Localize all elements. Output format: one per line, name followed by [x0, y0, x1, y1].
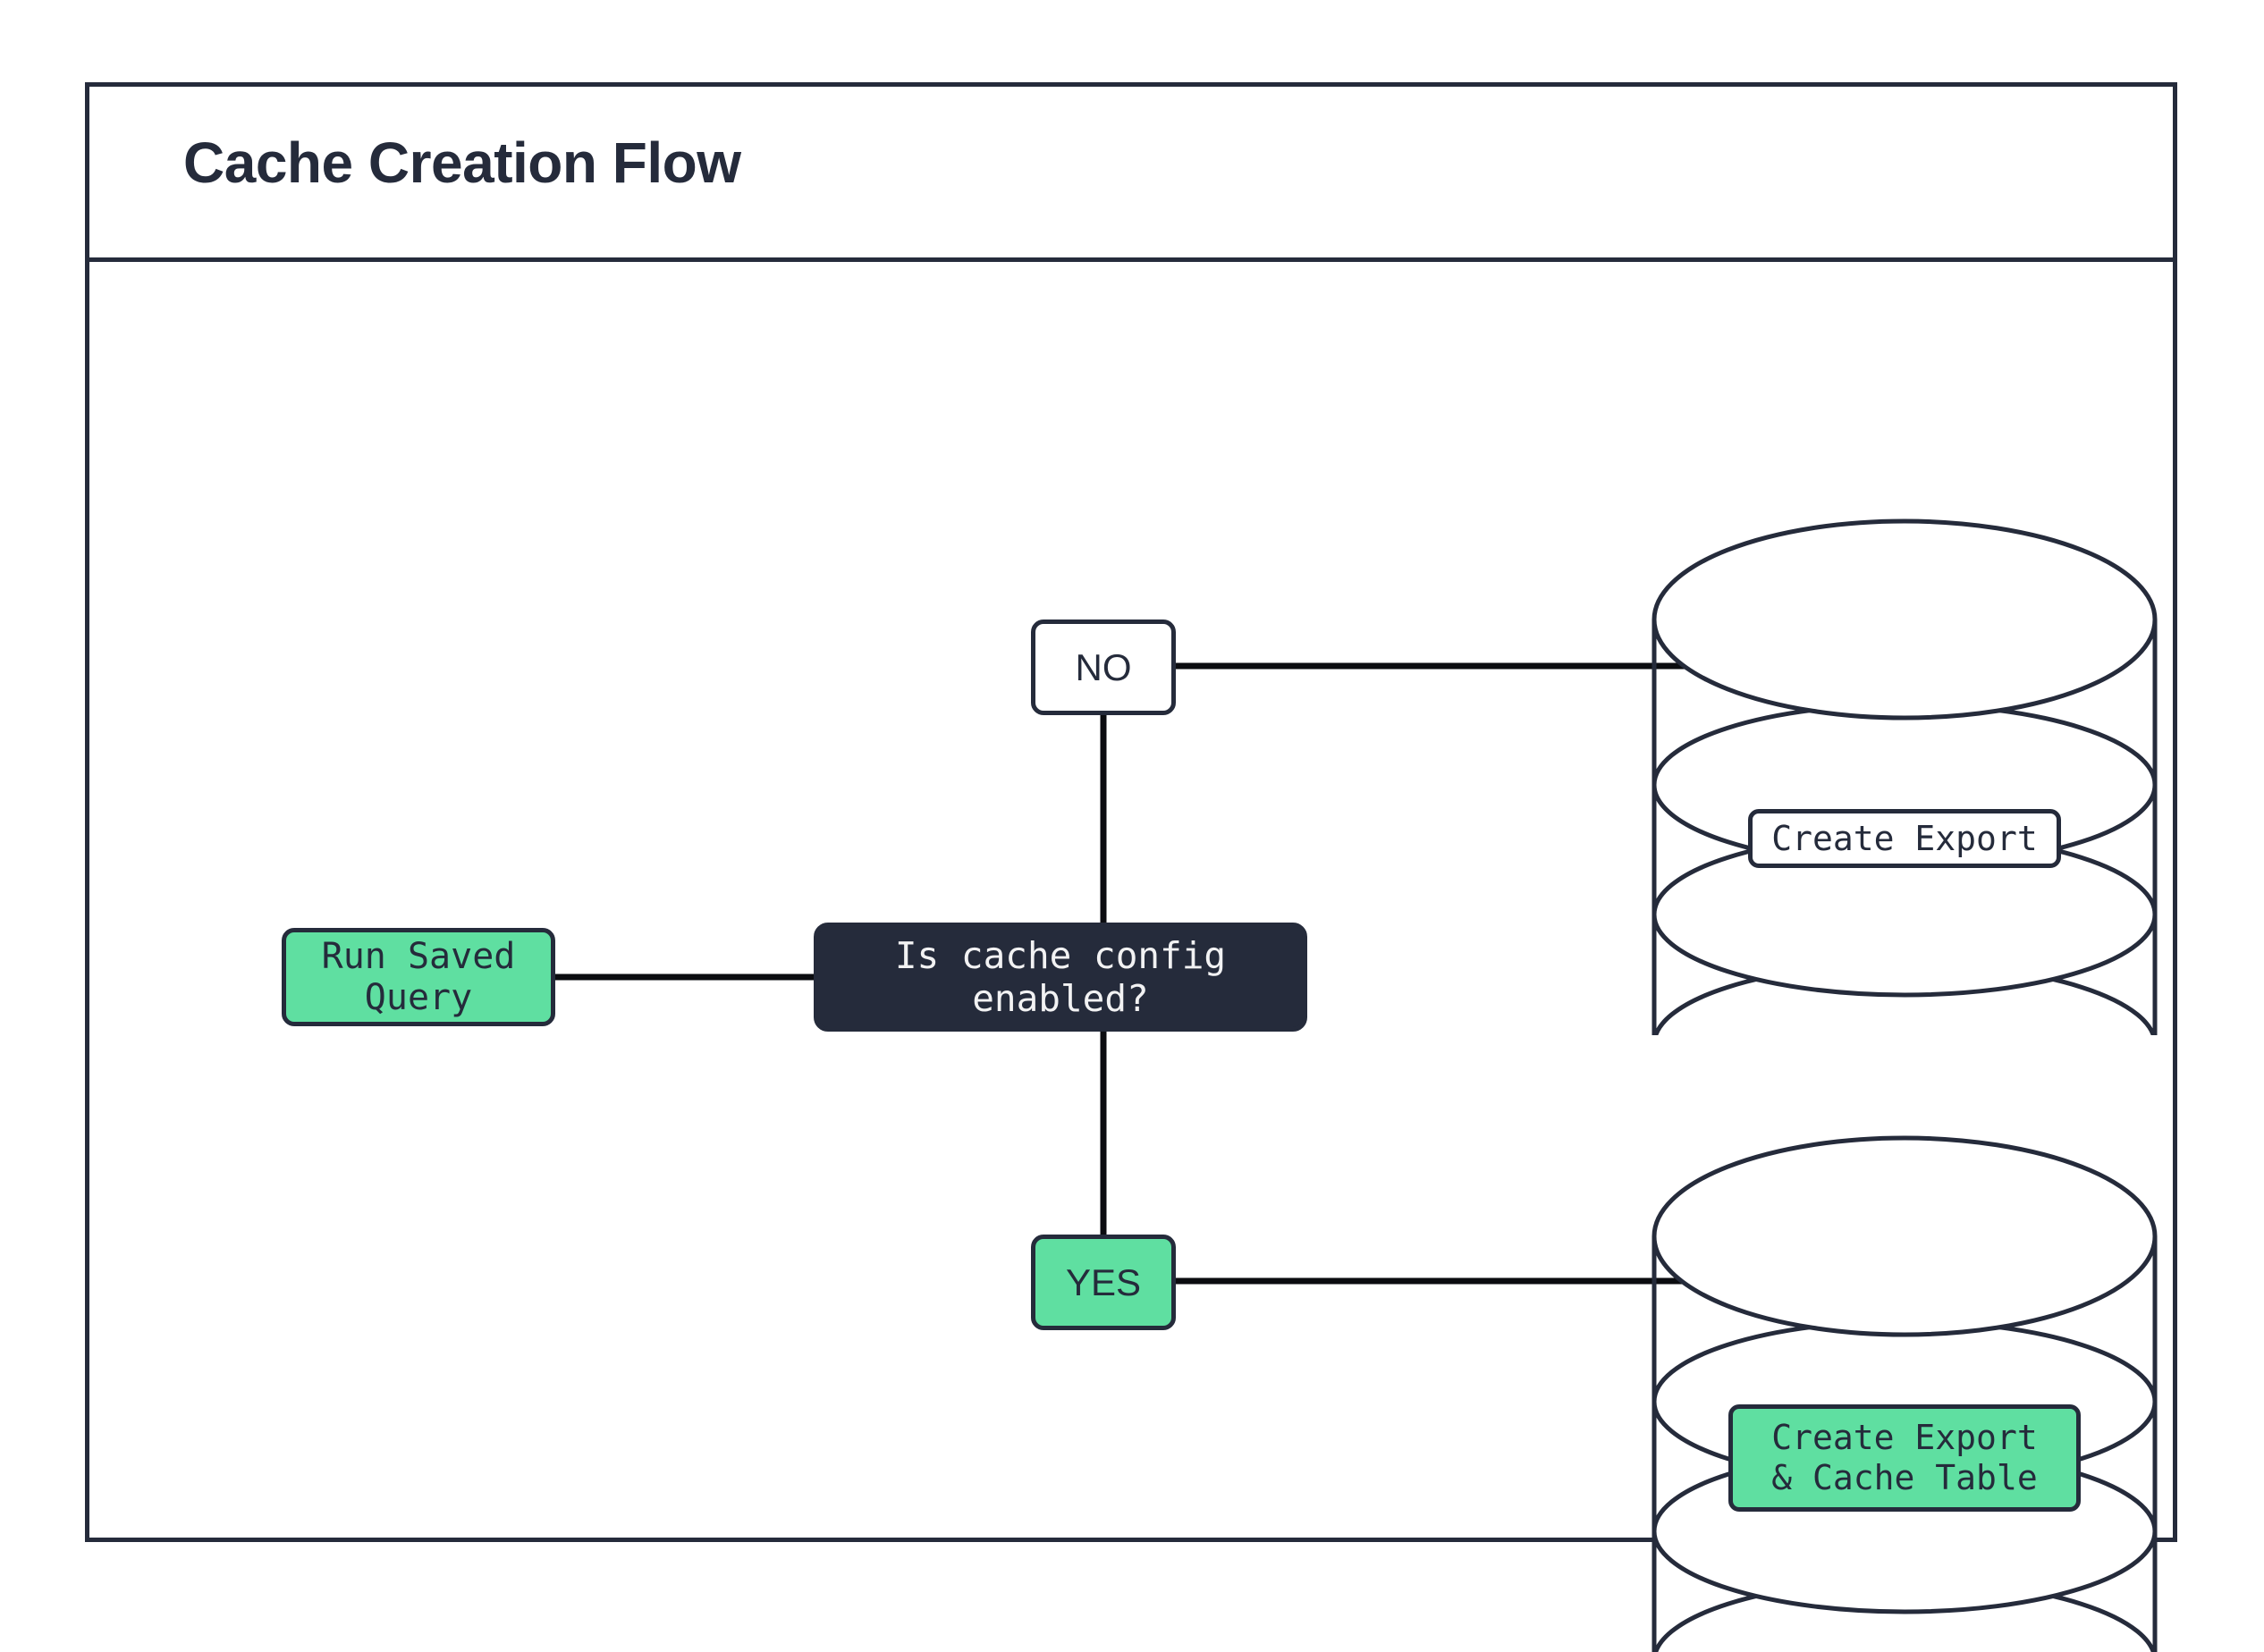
node-branch-no[interactable]: NO [1031, 620, 1176, 715]
db-label-create-export-text: Create Export [1771, 818, 2038, 858]
node-run-saved-query-label: Run Saved Query [321, 936, 516, 1018]
node-is-cache-config-enabled[interactable]: Is cache config enabled? [814, 923, 1307, 1032]
diagram-frame: Cache Creation Flow [85, 82, 2177, 1652]
db-label-create-export-cache-table-line1: Create Export [1771, 1418, 2038, 1458]
diagram-title-bar: Cache Creation Flow [89, 87, 2173, 262]
database-cylinder-create-export [1652, 518, 2158, 1035]
node-branch-no-label: NO [1075, 645, 1132, 688]
page-title: Cache Creation Flow [183, 131, 741, 195]
db-label-create-export[interactable]: Create Export [1748, 809, 2061, 868]
node-branch-yes-label: YES [1065, 1260, 1142, 1303]
diagram-canvas: Create Export Create Export & Cache Tabl… [89, 262, 2173, 1652]
database-cylinder-create-export-cache-table [1652, 1135, 2158, 1652]
node-is-cache-config-enabled-label: Is cache config enabled? [894, 934, 1227, 1020]
db-label-create-export-cache-table[interactable]: Create Export & Cache Table [1728, 1404, 2081, 1512]
db-label-create-export-cache-table-line2: & Cache Table [1771, 1458, 2038, 1497]
node-branch-yes[interactable]: YES [1031, 1235, 1176, 1330]
node-run-saved-query[interactable]: Run Saved Query [282, 928, 555, 1026]
